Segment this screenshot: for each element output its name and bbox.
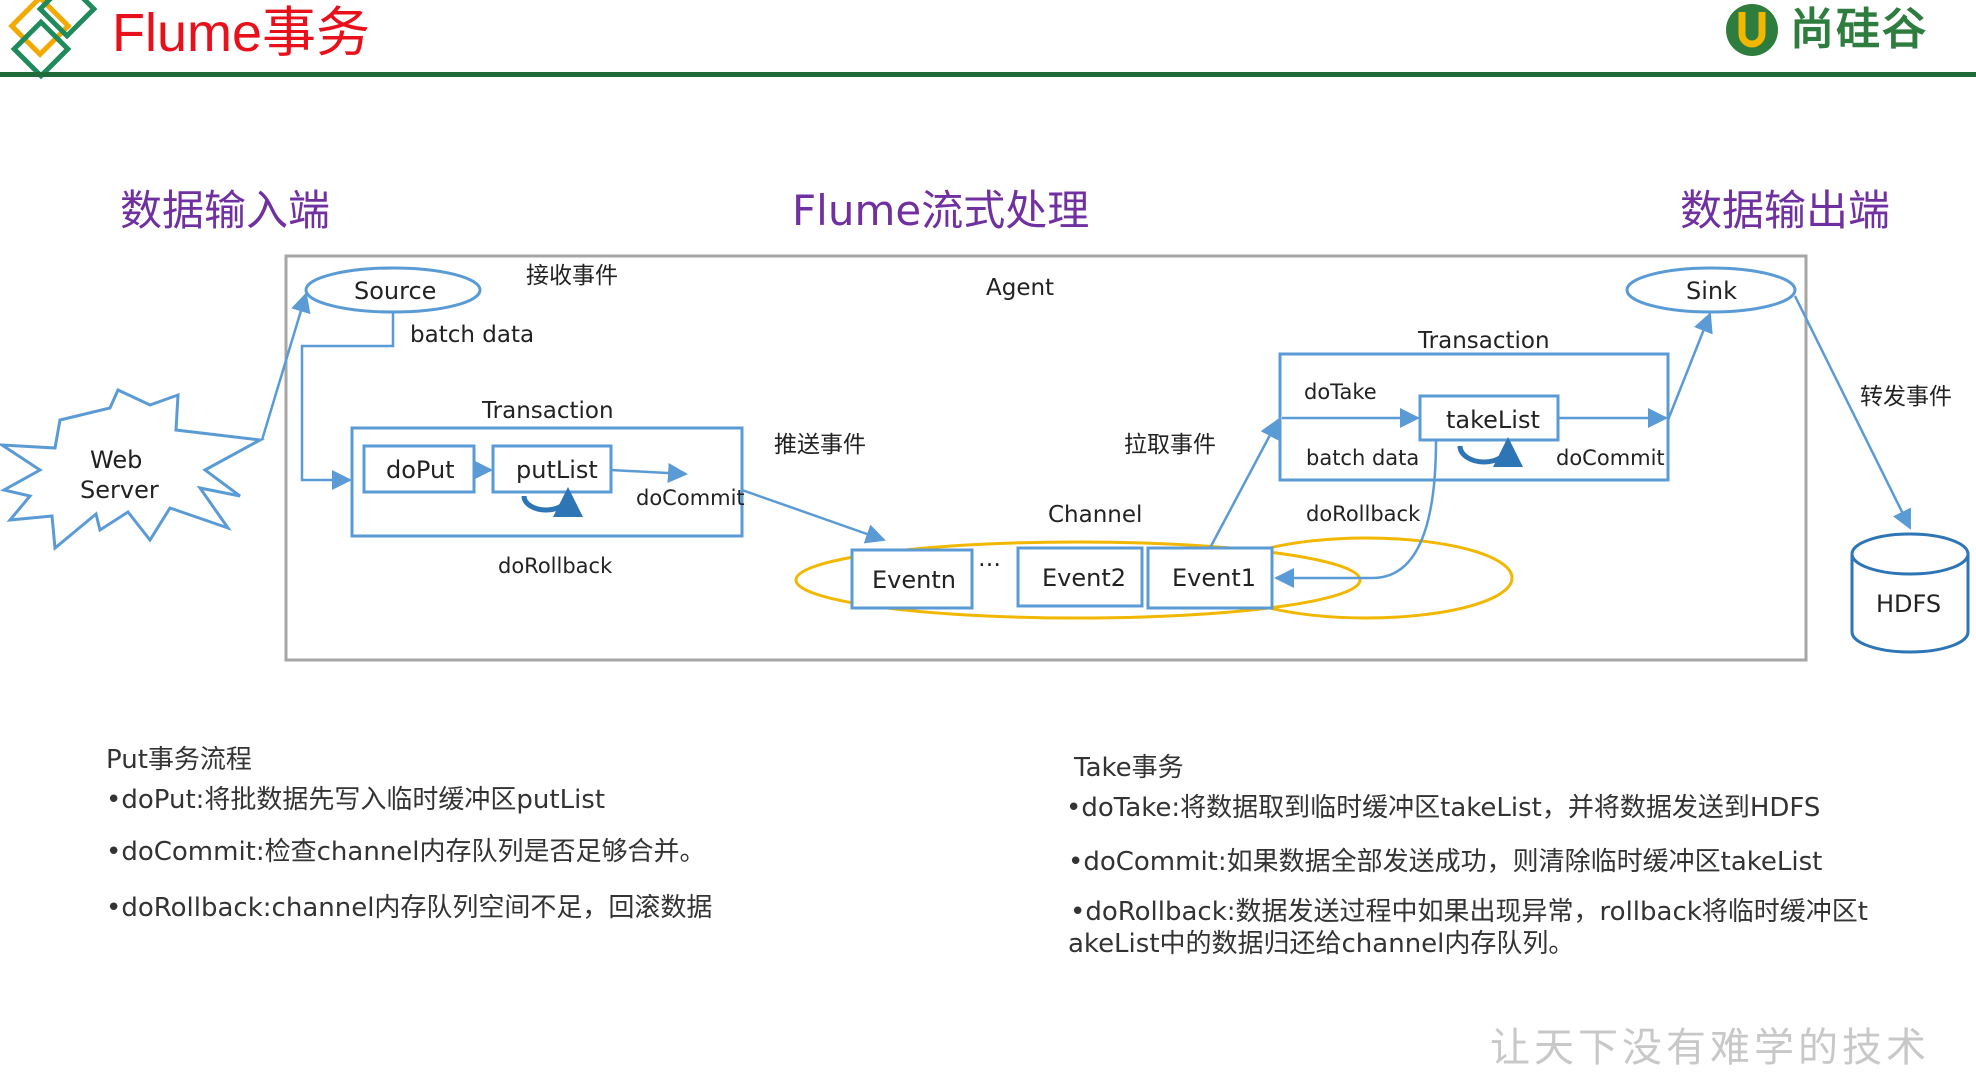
web-server-burst (0, 387, 265, 551)
receive-event-label: 接收事件 (526, 263, 618, 289)
section-input: 数据输入端 (120, 186, 331, 235)
event-1-box (1146, 546, 1274, 610)
channel-ellipse (794, 540, 1362, 620)
channel-title: Channel (1048, 502, 1143, 528)
push-to-channel-arrow (741, 488, 886, 544)
source-label: Source (354, 277, 437, 305)
put-rollback-loop-icon (521, 487, 583, 518)
sink-node (1625, 266, 1797, 314)
sink-to-hdfs-arrow (1793, 295, 1912, 530)
put-transaction-title: Transaction (482, 398, 614, 424)
take-rollback-arrow (1274, 439, 1438, 588)
web-server-label-line2: Server (80, 476, 159, 504)
takelist-label: takeList (1446, 406, 1540, 434)
take-note-item: •doTake:将数据取到临时缓冲区takeList，并将数据发送到HDFS (1066, 793, 1821, 823)
event-1-label: Event1 (1172, 564, 1257, 592)
agent-box (284, 254, 1808, 662)
channel-ellipsis: … (978, 546, 1001, 572)
event-n-label: Eventn (872, 566, 956, 594)
putlist-commit-arrow (610, 463, 688, 484)
commit-to-sink-arrow (1666, 312, 1713, 421)
take-note-item: akeList中的数据归还给channel内存队列。 (1068, 929, 1575, 959)
section-process: Flume流式处理 (792, 186, 1090, 235)
forward-event-label: 转发事件 (1860, 384, 1952, 410)
footer-slogan: 让天下没有难学的技术 (1490, 1025, 1930, 1071)
brand-name: 尚硅谷 (1790, 4, 1928, 55)
web-to-source-arrow (260, 292, 311, 441)
put-note-item: •doRollback:channel内存队列空间不足，回滚数据 (106, 893, 713, 923)
hdfs-label: HDFS (1876, 590, 1942, 618)
event-2-box (1016, 546, 1144, 608)
take-transaction-title: Transaction (1418, 328, 1550, 354)
agent-label: Agent (986, 275, 1055, 301)
section-output: 数据输出端 (1680, 186, 1891, 235)
web-server-label-line1: Web (90, 446, 143, 474)
put-dorollback-label: doRollback (498, 554, 613, 578)
dotake-label: doTake (1304, 380, 1377, 404)
take-notes-title: Take事务 (1074, 753, 1184, 783)
put-transaction-box (350, 426, 744, 538)
put-note-item: •doCommit:检查channel内存队列是否足够合并。 (106, 837, 706, 867)
batch-data-label: batch data (410, 322, 535, 348)
put-notes-title: Put事务流程 (106, 745, 252, 775)
page-title: Flume事务 (112, 3, 371, 63)
take-batch-data-label: batch data (1306, 446, 1420, 470)
putlist-label: putList (516, 456, 598, 484)
push-event-label: 推送事件 (774, 432, 866, 458)
header-graphics (0, 0, 1976, 80)
take-note-item: •doCommit:如果数据全部发送成功，则清除临时缓冲区takeList (1068, 847, 1823, 877)
take-dorollback-label: doRollback (1306, 502, 1421, 526)
hdfs-cylinder-icon (1850, 532, 1970, 654)
take-note-item: •doRollback:数据发送过程中如果出现异常，rollback将临时缓冲区… (1070, 897, 1869, 927)
putlist-box (491, 444, 613, 494)
put-docommit-label: doCommit (636, 486, 745, 510)
event-n-box (850, 548, 974, 610)
header-rule (0, 72, 1976, 77)
pull-from-channel-arrow (1208, 418, 1280, 549)
sink-label: Sink (1686, 277, 1738, 305)
take-rollback-loop-icon (1457, 437, 1523, 468)
diamond-logo-icon (8, 0, 98, 80)
event-2-label: Event2 (1042, 564, 1127, 592)
take-docommit-label: doCommit (1556, 446, 1665, 470)
put-note-item: •doPut:将批数据先写入临时缓冲区putList (106, 785, 606, 815)
pull-event-label: 拉取事件 (1124, 432, 1216, 458)
source-to-transaction-arrow (300, 312, 395, 490)
brand-u-icon (1726, 4, 1778, 56)
doput-label: doPut (386, 456, 455, 484)
